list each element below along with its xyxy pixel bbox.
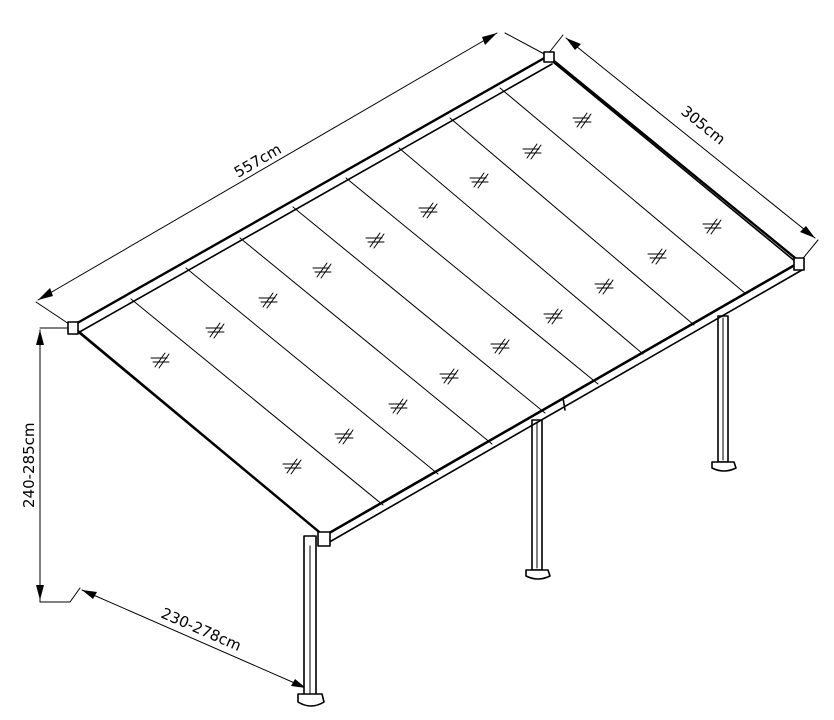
glare-mark — [312, 262, 332, 279]
glare-mark — [647, 248, 667, 265]
cap-front-left — [317, 531, 331, 547]
post-middle — [525, 419, 551, 580]
glare-mark — [258, 292, 278, 309]
cap-back-left — [67, 321, 79, 335]
panel-dividers — [130, 87, 747, 506]
glare-mark — [522, 143, 542, 160]
glare-mark — [490, 338, 510, 355]
height-label: 240-285cm — [20, 422, 38, 508]
glare-mark — [418, 202, 438, 219]
cap-front-right — [793, 257, 805, 271]
glass-glare-marks — [150, 112, 722, 475]
glare-mark — [702, 218, 722, 235]
glare-mark — [572, 112, 592, 129]
depth-label: 305cm — [677, 102, 728, 148]
glare-mark — [388, 398, 408, 415]
glare-mark — [469, 172, 489, 189]
glare-mark — [439, 368, 459, 385]
glare-mark — [594, 278, 614, 295]
dimension-height: 240-285cm — [20, 327, 81, 603]
glare-mark — [282, 458, 302, 475]
glare-mark — [365, 232, 385, 249]
glare-mark — [150, 352, 170, 369]
glare-mark — [543, 308, 563, 325]
post-back-right — [711, 315, 737, 472]
dimension-post-reach: 230-278cm — [81, 589, 307, 689]
glare-mark — [205, 322, 225, 339]
post-front-left — [297, 535, 325, 707]
roof — [67, 51, 805, 547]
glare-mark — [334, 428, 354, 445]
cap-back-right — [543, 51, 555, 63]
